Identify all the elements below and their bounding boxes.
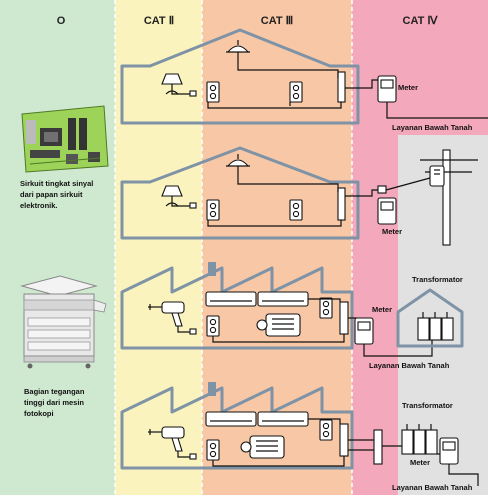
outlet-icon	[206, 81, 220, 103]
outlet-icon	[206, 315, 220, 337]
transformer-icon	[401, 424, 438, 455]
band-cat2	[115, 0, 202, 495]
outlet-icon	[206, 199, 220, 221]
outlet-icon	[206, 439, 220, 461]
underground-service-label: Layanan Bawah Tanah	[392, 483, 473, 492]
photocopier-caption-line3: fotokopi	[24, 409, 54, 418]
photocopier-caption-line2: tinggi dari mesin	[24, 398, 84, 407]
distribution-panel	[337, 187, 346, 221]
header-cat2: CAT Ⅱ	[144, 15, 174, 27]
meter-icon	[354, 317, 374, 345]
drill-icon	[148, 301, 197, 335]
circuit-board-caption-line3: elektronik.	[20, 201, 58, 210]
outlet-icon	[289, 81, 303, 103]
transformer-label: Transformator	[412, 275, 463, 284]
meter-icon	[377, 197, 397, 225]
ceiling-light-icon	[226, 40, 250, 57]
circuit-board-icon	[21, 105, 109, 173]
row-2-house: Meter	[120, 146, 478, 246]
photocopier-icon	[20, 275, 107, 369]
meter-icon	[439, 437, 459, 465]
circuit-board-caption-line2: dari papan sirkuit	[20, 190, 83, 199]
outlet-icon	[319, 297, 333, 319]
transformer-icon	[396, 288, 464, 348]
utility-pole-icon	[385, 149, 478, 246]
distribution-panel	[339, 301, 349, 335]
band-cat0	[0, 0, 115, 495]
row-4-factory: Transformator Meter Layanan Bawah Tanah	[120, 382, 479, 492]
ceiling-light-icon	[226, 154, 250, 171]
motor-icon	[240, 435, 285, 459]
table-lamp-icon	[161, 185, 197, 209]
meter-icon	[377, 75, 397, 103]
table-lamp-icon	[161, 73, 197, 97]
underground-service-label: Layanan Bawah Tanah	[392, 123, 473, 132]
underground-service-label: Layanan Bawah Tanah	[369, 361, 450, 370]
meter-label: Meter	[398, 83, 418, 92]
motor-icon	[256, 313, 301, 337]
header-cat0: O	[57, 15, 66, 27]
row-3-factory: Meter Layanan Bawah Tanah Transformator	[120, 262, 464, 370]
outlet-icon	[319, 419, 333, 441]
air-conditioner-icon	[205, 411, 309, 427]
drill-icon	[148, 426, 197, 460]
circuit-board-caption-line1: Sirkuit tingkat sinyal	[20, 179, 93, 188]
transformer-label: Transformator	[402, 401, 453, 410]
row-1-house: Meter Layanan Bawah Tanah	[120, 28, 488, 132]
header-cat4: CAT Ⅳ	[403, 15, 439, 27]
photocopier-caption-line1: Bagian tegangan	[24, 387, 85, 396]
meter-label: Meter	[372, 305, 392, 314]
meter-label: Meter	[410, 458, 430, 467]
meter-label: Meter	[382, 227, 402, 236]
distribution-panel	[337, 71, 346, 103]
header-cat3: CAT Ⅲ	[261, 15, 293, 27]
outlet-icon	[289, 199, 303, 221]
distribution-panel	[339, 423, 349, 457]
